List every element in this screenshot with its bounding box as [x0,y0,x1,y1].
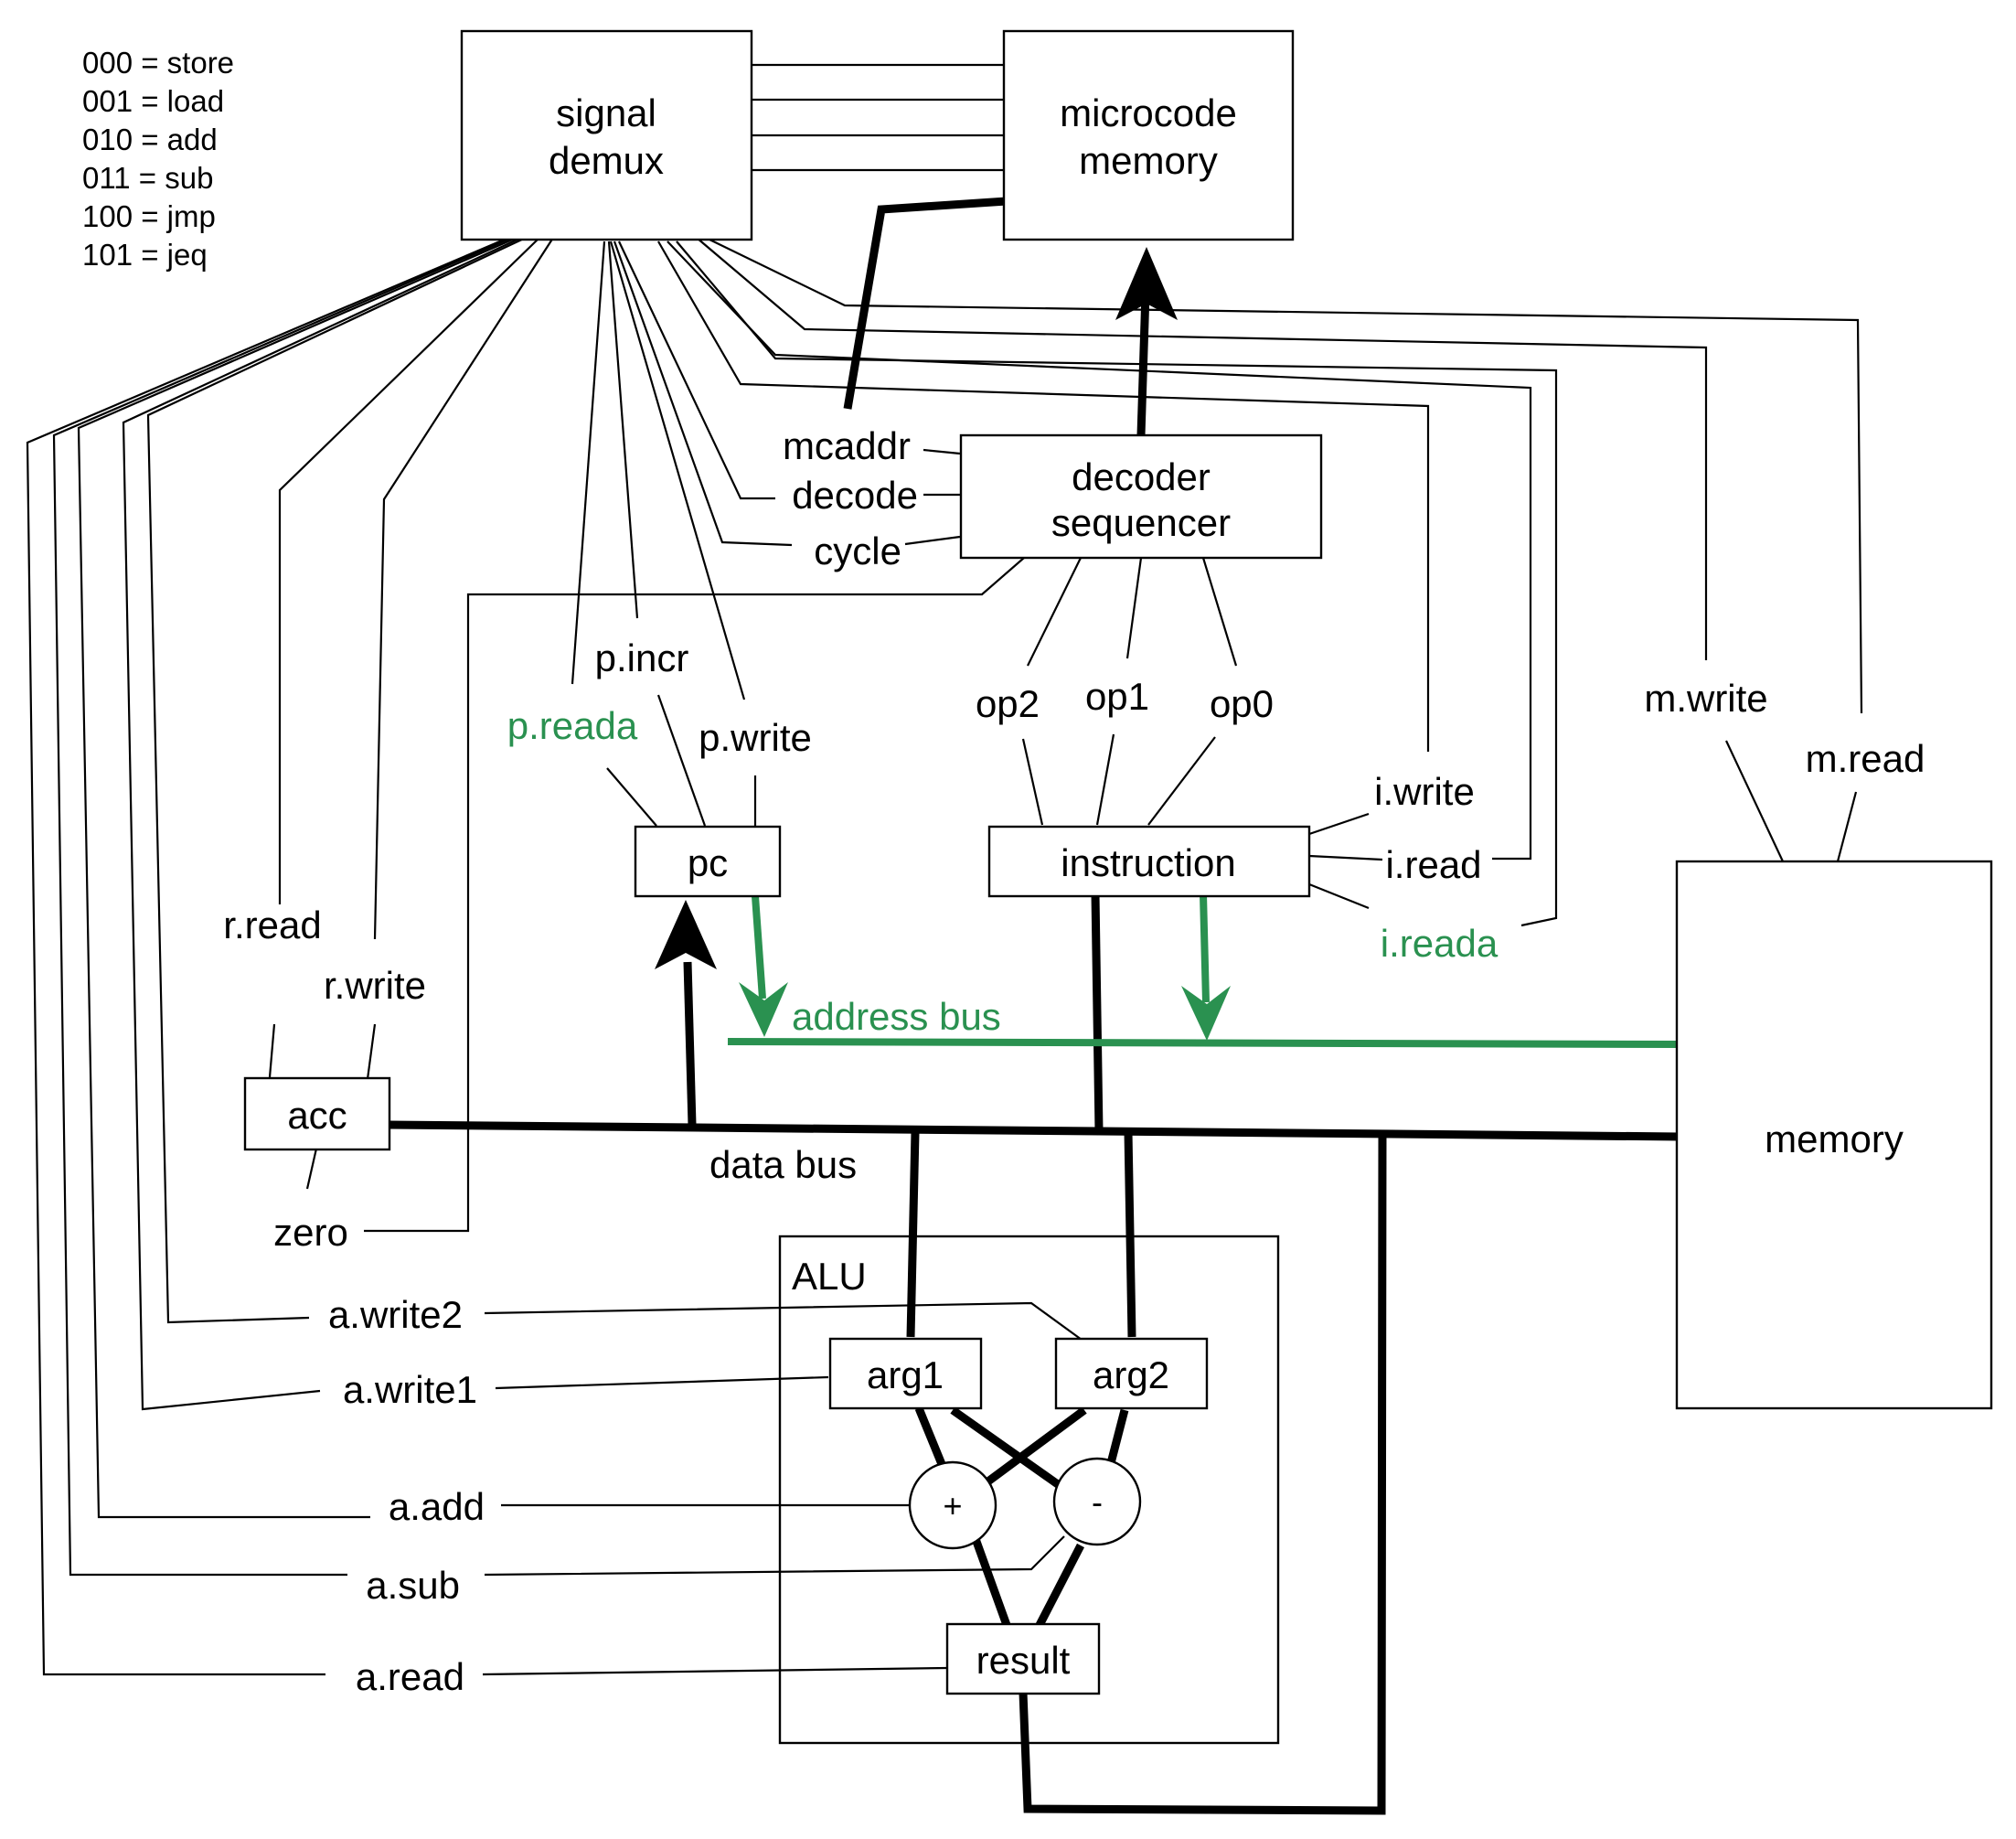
signal-r-write: r.write [324,964,426,1007]
wire-a-add [77,236,517,1519]
signal-demux-label-1: signal [556,91,656,134]
wire-p-reada [571,241,606,685]
wire-r-write [373,237,554,940]
memory-label: memory [1765,1117,1904,1160]
legend-item: 000 = store [82,46,234,80]
signal-m-write: m.write [1644,677,1767,720]
instruction-box: instruction [987,825,1311,898]
subtractor-circle: - [1052,1457,1142,1546]
signal-i-reada: i.reada [1381,922,1499,965]
signal-p-incr: p.incr [595,636,689,679]
address-bus-label: address bus [792,995,1001,1038]
arg2-label: arg2 [1093,1353,1169,1396]
signal-p-reada: p.reada [507,704,638,747]
signal-op0: op0 [1210,682,1274,725]
signal-a-write2: a.write2 [328,1293,463,1336]
data-bus-line [387,1120,1681,1141]
signal-m-read: m.read [1806,737,1925,780]
wire-m-write [696,237,1708,660]
wire-r-read [278,237,540,904]
instruction-label: instruction [1061,841,1235,884]
decoder-sequencer-label-1: decoder [1072,455,1211,498]
alu-box: ALU [778,1235,1280,1745]
pc-label: pc [688,841,728,884]
signal-r-read: r.read [223,903,321,946]
data-paths [387,197,1681,1815]
adder-circle: + [908,1460,997,1550]
acc-box: acc [243,1076,391,1151]
wire-a-write1 [122,237,522,1411]
wire-decode [618,241,775,500]
microcode-memory-label-2: memory [1079,139,1218,182]
signal-op2: op2 [976,682,1040,725]
signal-op1: op1 [1085,675,1149,718]
subtractor-symbol: - [1092,1483,1103,1521]
decoder-sequencer-box: decoder sequencer [959,433,1323,560]
signal-p-write: p.write [699,716,812,759]
signal-i-write: i.write [1374,770,1475,813]
legend-item: 011 = sub [82,161,213,195]
wire-a-read [26,236,509,1676]
signal-a-write1: a.write1 [343,1368,477,1411]
signal-labels: mcaddr decode cycle p.incr p.reada p.wri… [223,424,1925,1698]
legend-item: 101 = jeq [82,238,208,272]
wire-p-write [609,241,746,700]
wire-p-incr [607,241,639,619]
address-bus [727,893,1681,1048]
adder-symbol: + [943,1487,962,1524]
signal-zero: zero [273,1211,348,1254]
signal-decode: decode [792,474,918,517]
wire-m-read [705,237,1863,714]
control-wires [26,63,1863,1676]
result-box: result [945,1622,1101,1695]
signal-a-read: a.read [356,1655,464,1698]
legend-item: 010 = add [82,123,218,156]
signal-a-sub: a.sub [366,1564,460,1607]
legend-item: 001 = load [82,84,224,118]
microcode-memory-label-1: microcode [1060,91,1237,134]
opcode-legend: 000 = store 001 = load 010 = add 011 = s… [82,46,234,272]
arg1-box: arg1 [828,1337,983,1410]
arg2-box: arg2 [1054,1337,1209,1410]
signal-demux-label-2: demux [549,139,664,182]
microcode-memory-box: microcode memory [1002,29,1295,241]
wire-a-write2 [146,237,527,1324]
signal-cycle: cycle [814,529,901,572]
wire-a-sub [52,236,513,1577]
data-bus-label: data bus [709,1143,857,1186]
signal-demux-box: signal demux [460,29,753,241]
alu-label: ALU [792,1255,867,1298]
signal-mcaddr: mcaddr [783,424,911,467]
result-return-path [1019,1133,1387,1815]
acc-label: acc [287,1094,347,1137]
decoder-sequencer-label-2: sequencer [1051,501,1231,544]
signal-a-add: a.add [389,1485,485,1528]
wire-i-reada [676,241,1558,927]
wire-cycle [613,241,793,547]
memory-box: memory [1675,860,1993,1410]
legend-item: 100 = jmp [82,199,216,233]
result-label: result [976,1639,1071,1682]
pc-box: pc [634,825,782,898]
arg1-label: arg1 [867,1353,944,1396]
wire-i-write [657,241,1430,752]
mcaddr-path [843,197,1008,410]
signal-i-read: i.read [1385,843,1481,886]
wire-zero [364,557,1025,1233]
